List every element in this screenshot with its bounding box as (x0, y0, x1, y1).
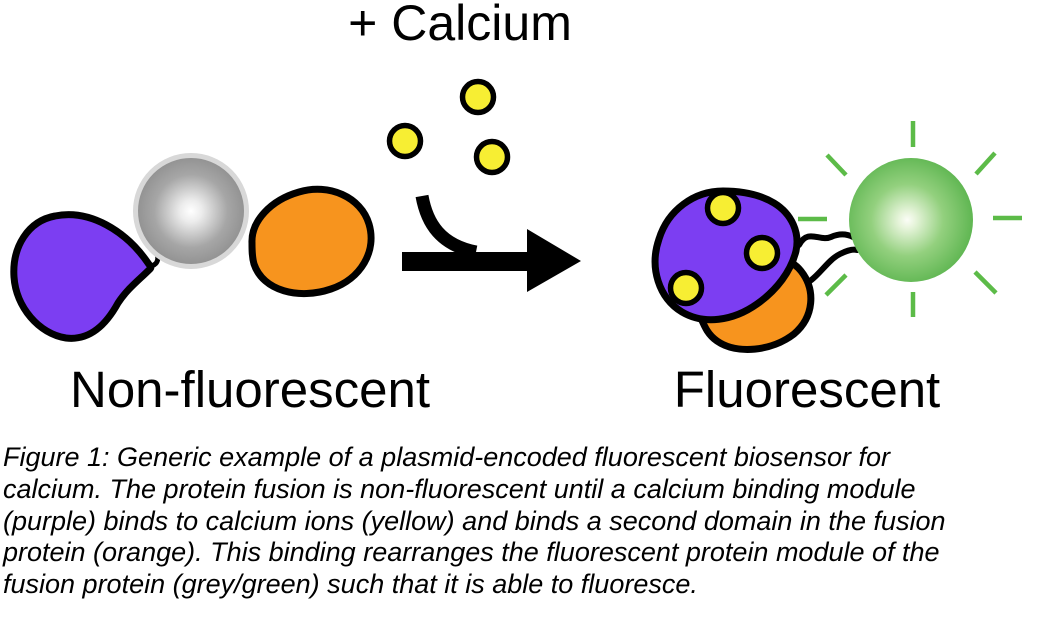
caption-line: protein (orange). This binding rearrange… (3, 537, 940, 568)
calcium-ion (473, 138, 511, 176)
nonfluorescent-state-label: Non-fluorescent (69, 361, 430, 418)
caption-line: (purple) binds to calcium ions (yellow) … (3, 505, 946, 536)
calcium-ion (667, 269, 705, 307)
fluorescence-rays-icon (798, 121, 1022, 317)
calcium-ion (704, 189, 742, 227)
linker-squiggle-lower (794, 246, 860, 289)
fluorescent-complex (651, 121, 1022, 353)
calcium-binding-module-unbound (10, 211, 155, 342)
caption-line: calcium. The protein fusion is non-fluor… (3, 473, 916, 504)
caption-line: Figure 1: Generic example of a plasmid-e… (3, 442, 890, 472)
free-calcium-ions (386, 78, 511, 176)
caption-line: fusion protein (grey/green) such that it… (3, 569, 698, 600)
reaction-arrow (402, 229, 581, 292)
biosensor-diagram (10, 78, 1022, 353)
calcium-ion (386, 122, 424, 160)
fluorescent-protein-module-active (849, 158, 973, 282)
reaction-arrow-group (402, 194, 581, 292)
fluorescent-state-label: Fluorescent (673, 361, 941, 418)
calcium-ion (743, 234, 781, 272)
fluorescent-protein-module-inactive (133, 153, 249, 269)
calcium-addition-curve (415, 194, 478, 259)
figure-caption: Figure 1: Generic example of a plasmid-e… (3, 442, 1048, 601)
second-domain-unbound (248, 185, 375, 298)
bound-calcium-ions (667, 189, 781, 307)
calcium-addition-label: + Calcium (348, 0, 572, 51)
nonfluorescent-complex (10, 153, 375, 342)
calcium-ion (459, 78, 497, 116)
linker-squiggle-upper (796, 231, 856, 248)
